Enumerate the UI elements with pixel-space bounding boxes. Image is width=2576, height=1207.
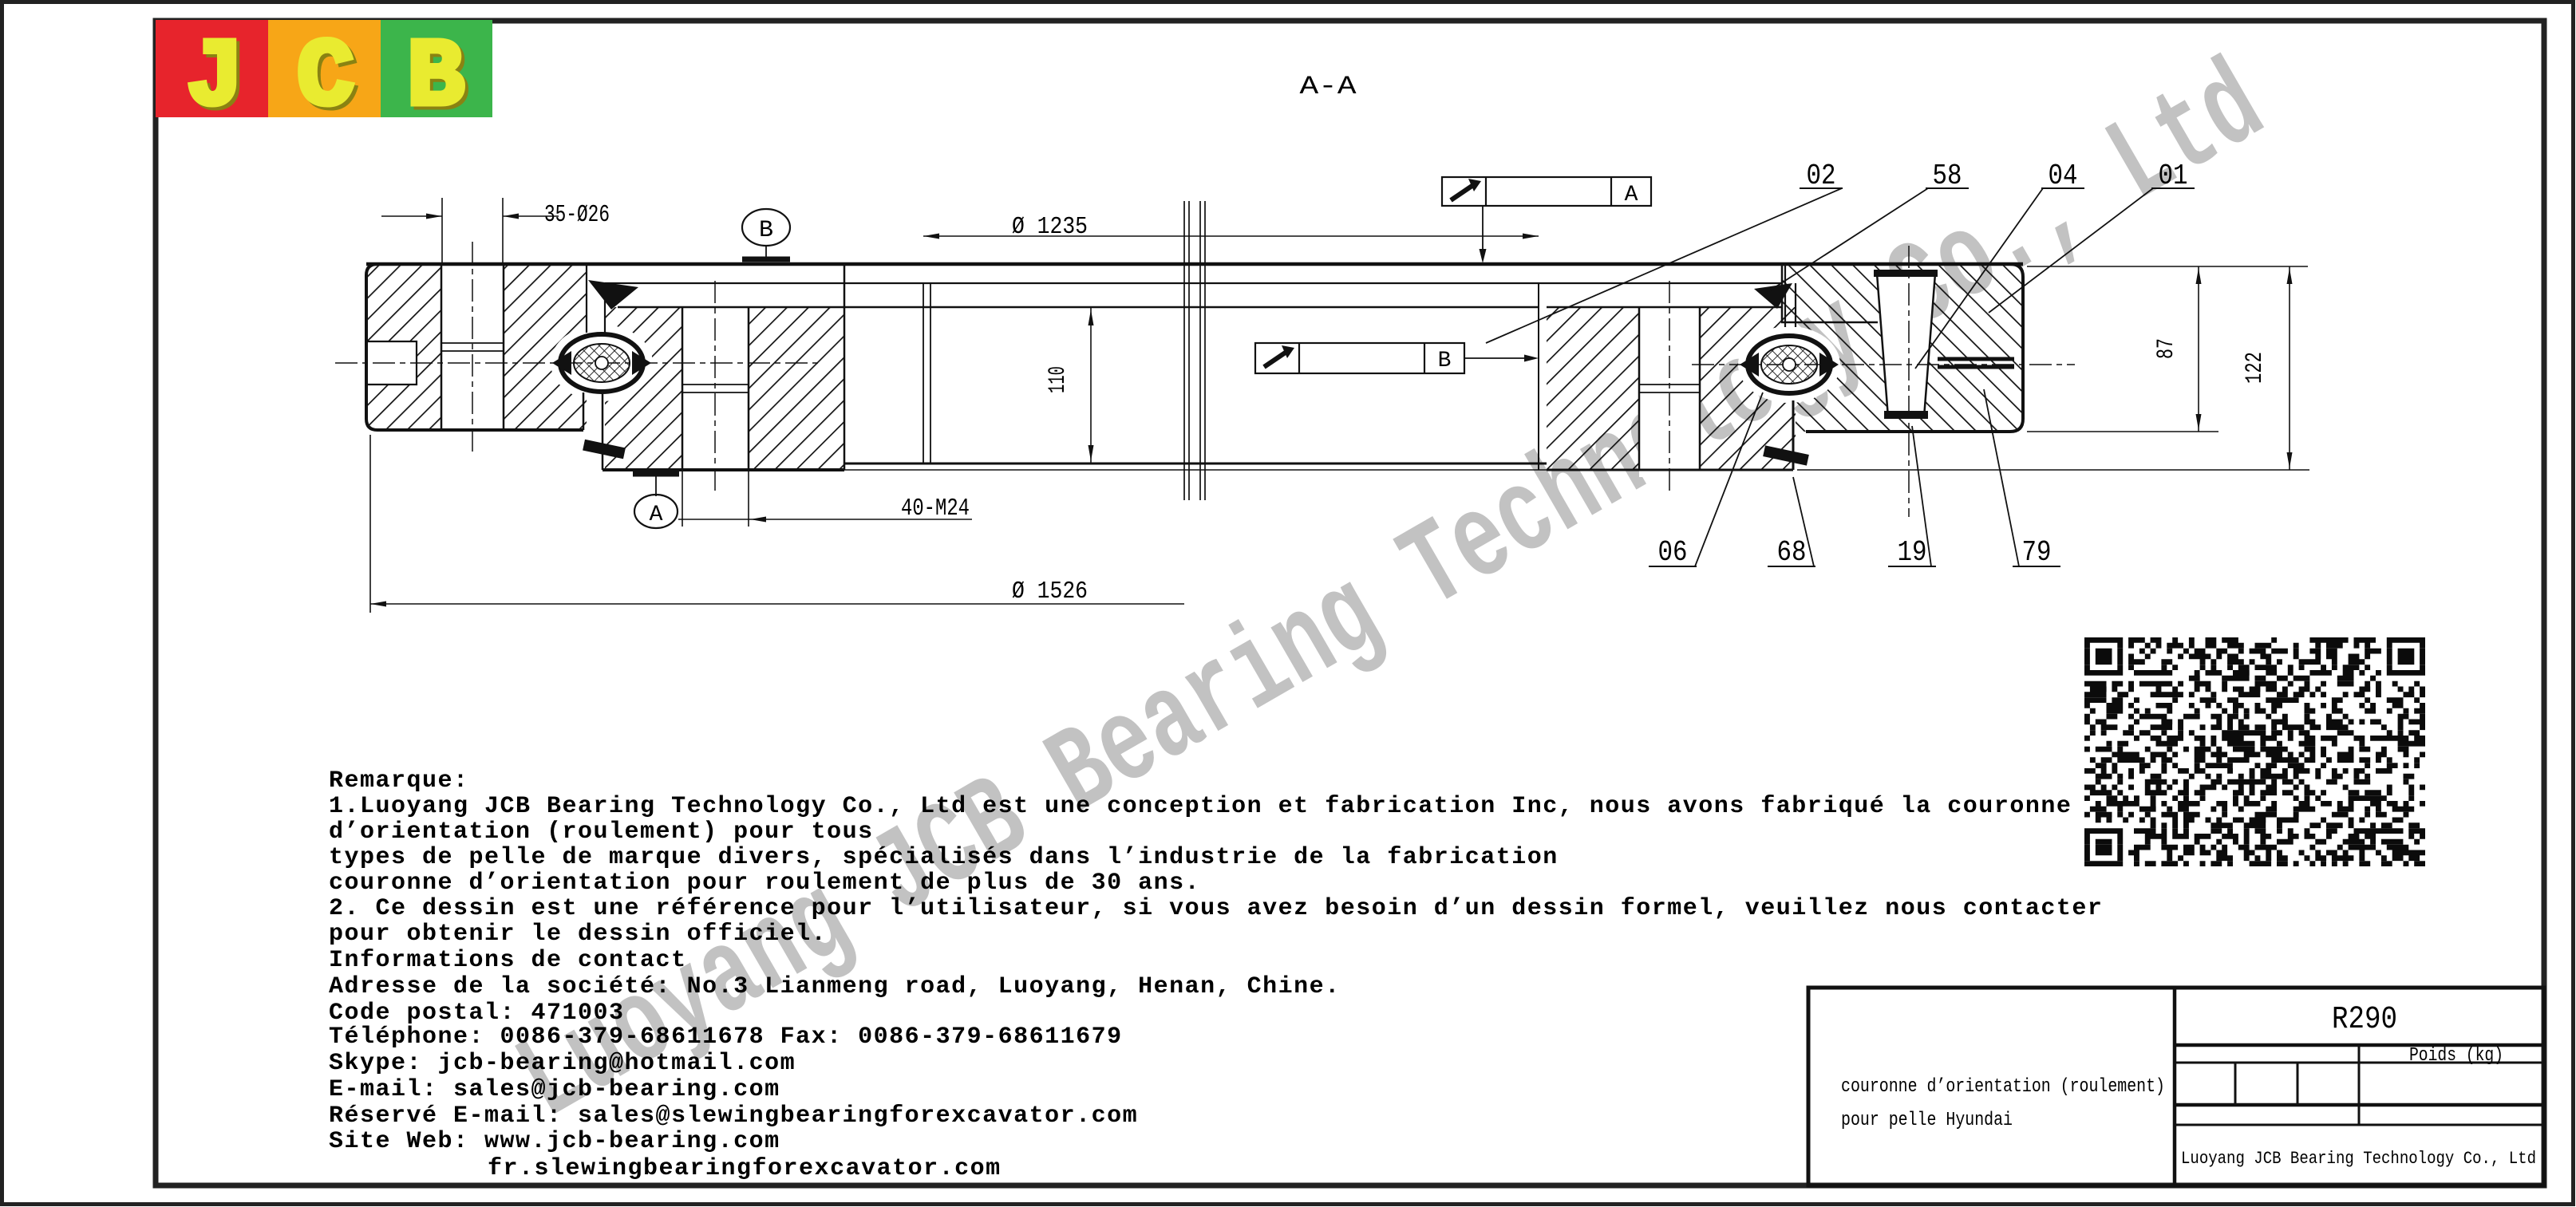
svg-text:couronne d’orientation (roulem: couronne d’orientation (roulement) [1841, 1076, 2165, 1098]
svg-text:02: 02 [1807, 160, 1836, 192]
svg-text:R290: R290 [2332, 1002, 2397, 1038]
svg-text:58: 58 [1933, 160, 1962, 192]
svg-text:Ø 1235: Ø 1235 [1012, 213, 1088, 241]
svg-text:68: 68 [1777, 536, 1807, 569]
svg-text:E-mail: sales@jcb-bearing.com: E-mail: sales@jcb-bearing.com [329, 1076, 780, 1103]
svg-text:Skype: jcb-bearing@hotmail.com: Skype: jcb-bearing@hotmail.com [329, 1050, 796, 1077]
svg-text:19: 19 [1898, 536, 1927, 569]
svg-text:40-M24: 40-M24 [901, 495, 970, 523]
svg-text:79: 79 [2022, 536, 2052, 569]
svg-text:A: A [650, 503, 663, 527]
svg-text:Luoyang JCB Bearing Technology: Luoyang JCB Bearing Technology Co., Ltd [2181, 1149, 2536, 1169]
svg-text:J: J [189, 28, 247, 136]
svg-text:C: C [300, 28, 358, 136]
svg-text:Remarque:: Remarque: [329, 767, 469, 795]
svg-text:pour obtenir le dessin officie: pour obtenir le dessin officiel. [329, 921, 827, 948]
svg-text:04: 04 [2049, 160, 2078, 192]
svg-text:d’orientation (roulement) pour: d’orientation (roulement) pour tous [329, 818, 874, 846]
svg-text:Réservé E-mail: sales@slewingb: Réservé E-mail: sales@slewingbearingfore… [329, 1102, 1138, 1130]
svg-text:1.Luoyang JCB Bearing Technolo: 1.Luoyang JCB Bearing Technology Co., Lt… [329, 793, 2072, 820]
svg-text:B: B [410, 28, 468, 136]
svg-text:B: B [407, 25, 464, 133]
svg-text:pour pelle Hyundai: pour pelle Hyundai [1841, 1110, 2013, 1131]
svg-text:Code postal: 471003: Code postal: 471003 [329, 1000, 625, 1027]
svg-text:B: B [1438, 349, 1452, 373]
svg-text:A: A [1625, 183, 1638, 207]
svg-text:110: 110 [1045, 366, 1072, 393]
svg-text:Adresse de la société: No.3 Li: Adresse de la société: No.3 Lianmeng roa… [329, 973, 1341, 1000]
svg-text:87: 87 [2153, 338, 2180, 359]
svg-text:Ø 1526: Ø 1526 [1012, 578, 1088, 605]
svg-text:122: 122 [2242, 352, 2269, 384]
svg-text:A-A: A-A [1300, 72, 1357, 101]
svg-text:Informations de contact: Informations de contact [329, 947, 687, 974]
svg-text:types de pelle de marque diver: types de pelle de marque divers, spécial… [329, 844, 1559, 871]
svg-text:Site Web: www.jcb-bearing.com: Site Web: www.jcb-bearing.com [329, 1128, 780, 1155]
svg-text:06: 06 [1658, 536, 1688, 569]
svg-text:J: J [186, 25, 243, 133]
svg-text:Téléphone: 0086-379-68611678 F: Téléphone: 0086-379-68611678 Fax: 0086-3… [329, 1024, 1123, 1051]
svg-text:01: 01 [2159, 160, 2188, 192]
svg-text:couronne d’orientation pour ro: couronne d’orientation pour roulement de… [329, 870, 1200, 897]
svg-text:C: C [297, 25, 354, 133]
svg-text:fr.slewingbearingforexcavator.: fr.slewingbearingforexcavator.com [488, 1155, 1002, 1182]
svg-text:Poids (kg): Poids (kg) [2409, 1045, 2503, 1067]
svg-text:2. Ce dessin est une référence: 2. Ce dessin est une référence pour l’ut… [329, 895, 2103, 922]
svg-text:35-Ø26: 35-Ø26 [544, 201, 610, 229]
svg-text:B: B [759, 217, 773, 244]
